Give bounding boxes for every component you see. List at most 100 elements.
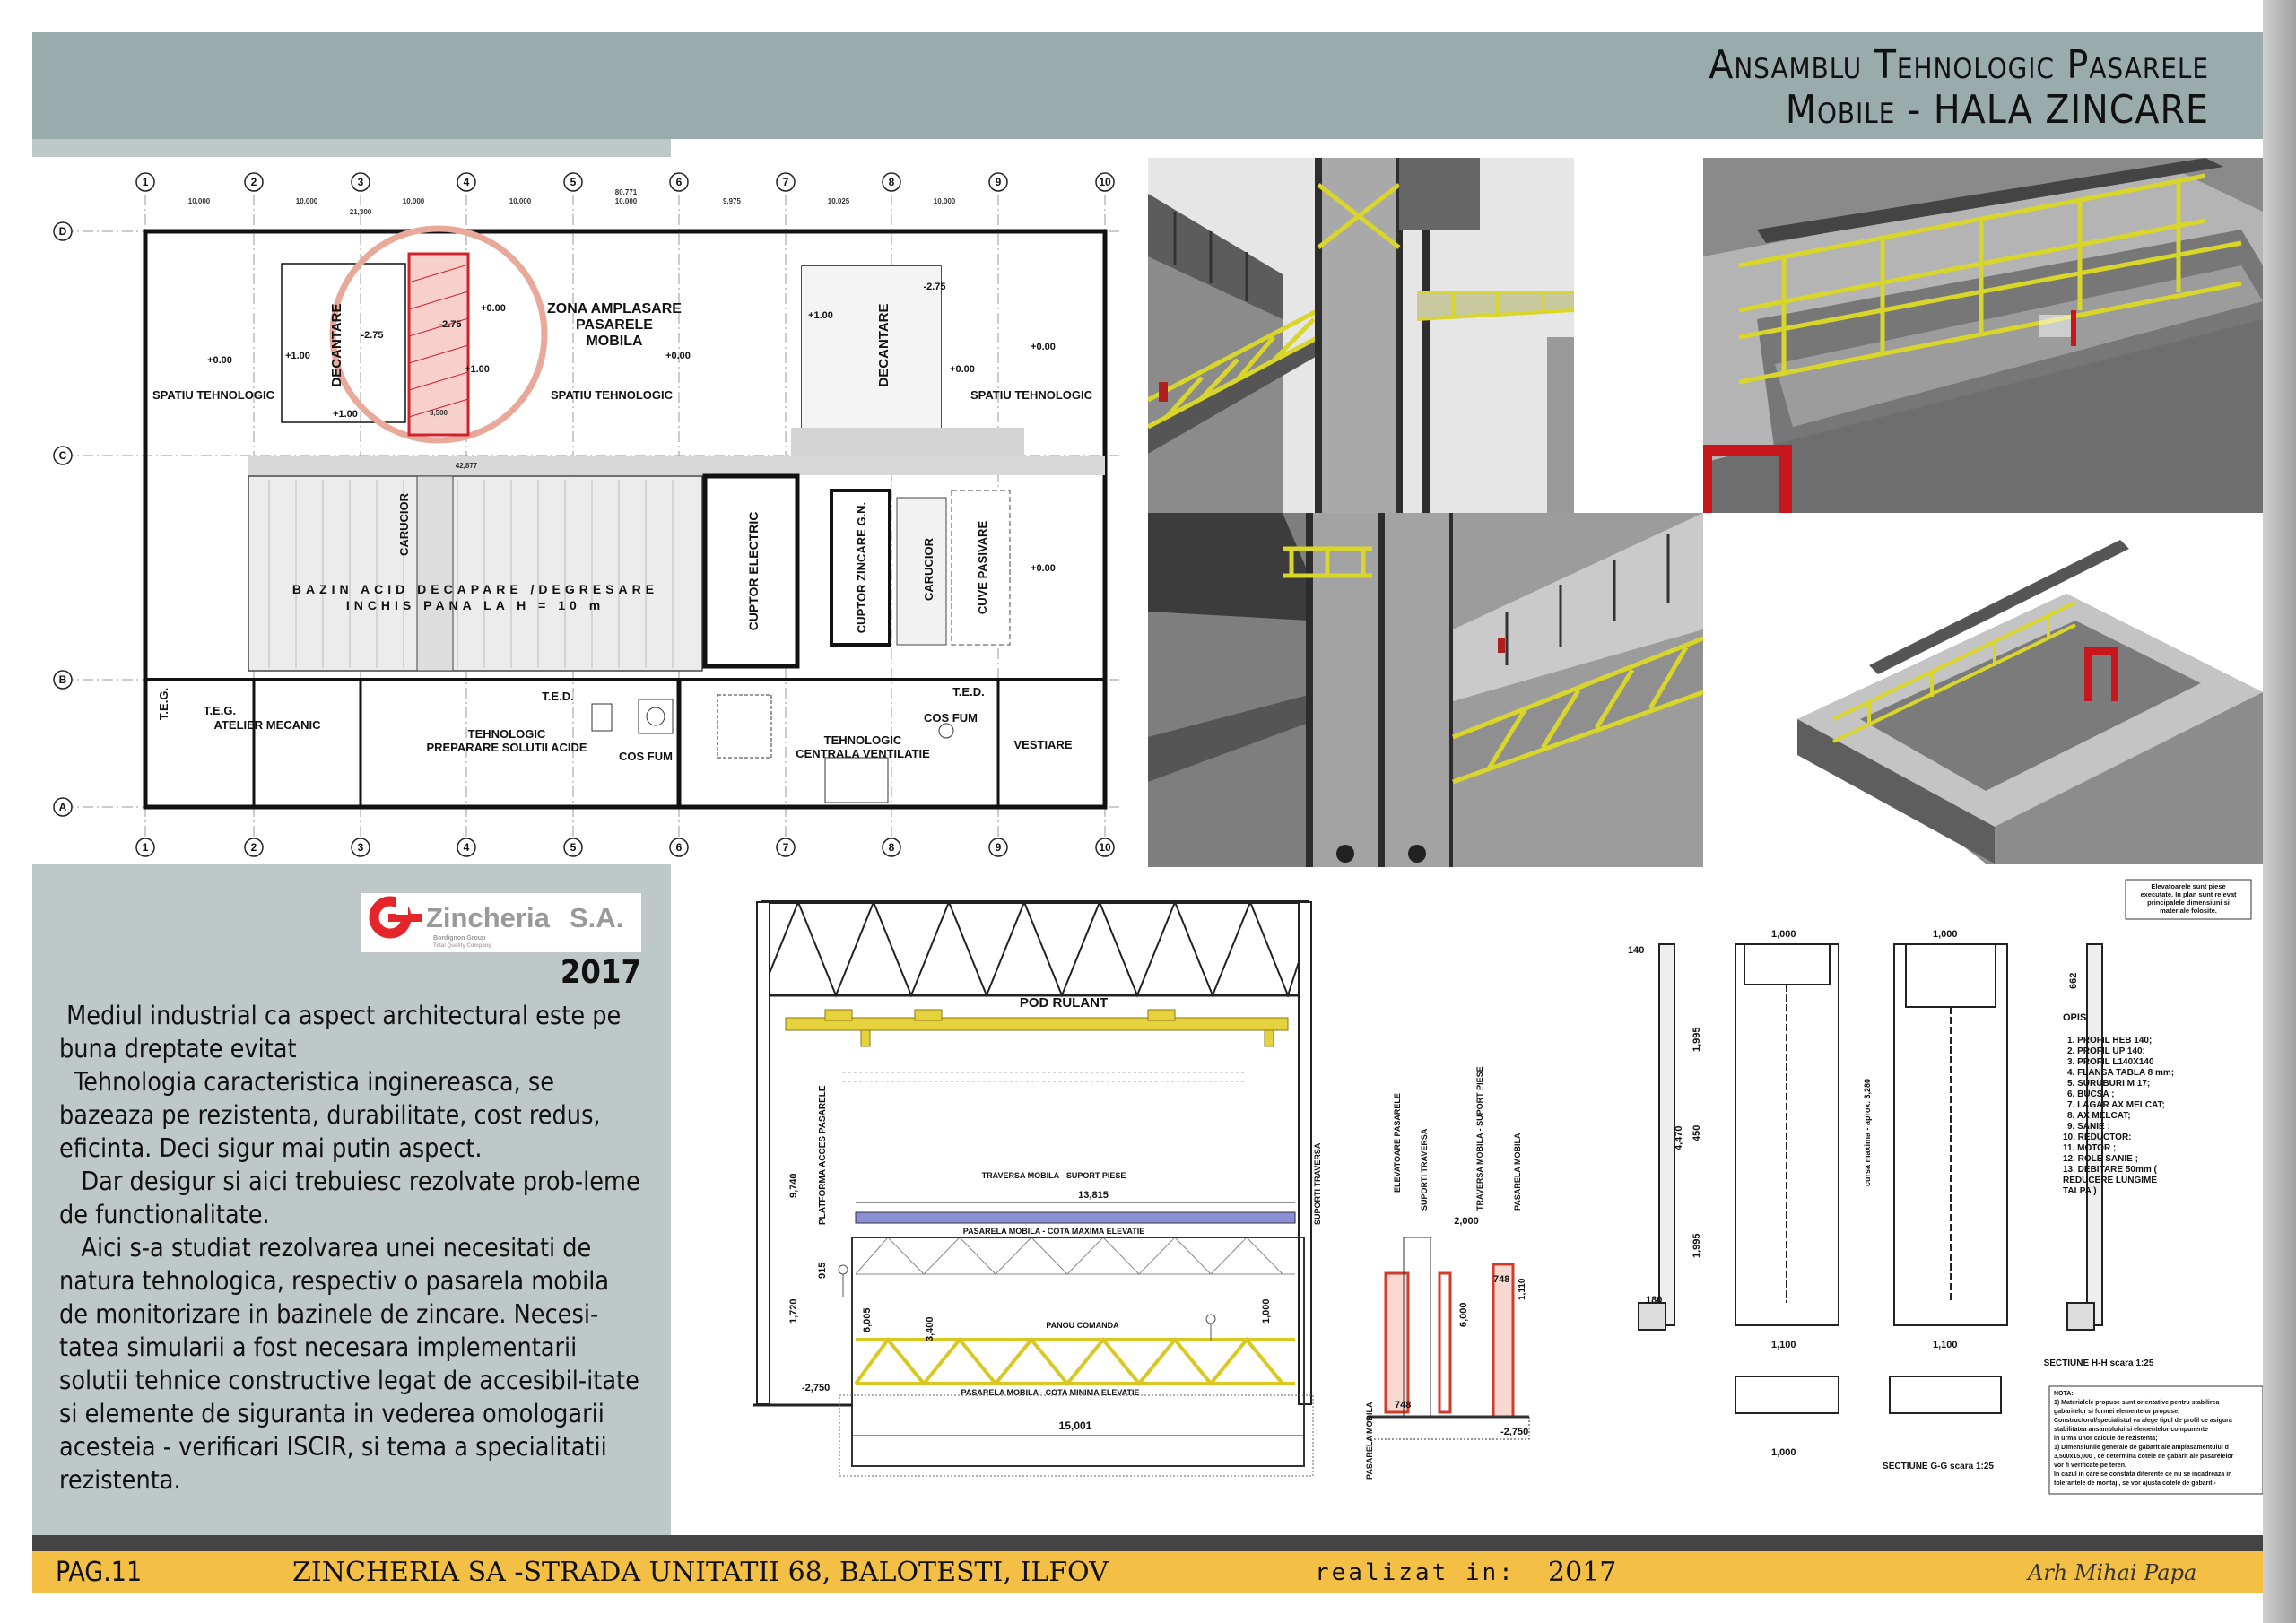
section-gg-label: SECTIUNE G-G scara 1:25 [1883, 1462, 1994, 1471]
render-walkway-interior-2 [1148, 513, 1703, 867]
cuptor-zincare-room [830, 489, 891, 647]
room-label: PREPARARE SOLUTII ACIDE [426, 741, 587, 754]
opis-item: 11. MOTOR ; [2063, 1143, 2116, 1153]
render-walkway-interior-1 [1148, 158, 1574, 513]
render-walkway-isometric [1779, 513, 2263, 864]
pasarela-min-label: PASARELA MOBILA - COTA MINIMA ELEVATIE [961, 1388, 1140, 1397]
dimension: 1,100 [1771, 1340, 1796, 1350]
dimension: cursa maxima - aprox. 3,280 [1863, 1079, 1872, 1186]
room-label: CARUCIOR [922, 537, 935, 601]
project-description: Mediul industrial ca aspect architectura… [59, 999, 642, 1497]
footer-address: ZINCHERIA SA -STRADA UNITATII 68, BALOTE… [292, 1557, 1109, 1588]
room-label: INCHIS PANA LA H = 10 m [346, 598, 604, 612]
traversa-label: TRAVERSA MOBILA - SUPORT PIESE [982, 1171, 1126, 1180]
logo-tagline: Total Quality Company [433, 943, 492, 949]
dimension: 6,005 [862, 1307, 873, 1332]
room-label: CUPTOR ELECTRIC [746, 512, 761, 631]
dimension: 80,771 [615, 188, 638, 196]
carucior-right-room [896, 497, 947, 646]
panou-comanda-label: PANOU COMANDA [1046, 1321, 1119, 1330]
dimension: 6,000 [1458, 1302, 1469, 1327]
note-line: in urma unor calcule de rezistenta; [2054, 1436, 2158, 1442]
dimension: 1,995 [1692, 1027, 1702, 1052]
bazin-acid [248, 475, 703, 672]
room-label: SPATIU TEHNOLOGIC [551, 388, 674, 402]
level-mark: +0.00 [950, 364, 975, 375]
equipment [591, 694, 954, 803]
dimension: 1,720 [788, 1298, 799, 1324]
grid-bubble [135, 172, 155, 857]
room-label: VESTIARE [1013, 738, 1072, 751]
dimension: 1,995 [1692, 1233, 1702, 1258]
section-hh-label: SECTIUNE H-H scara 1:25 [2044, 1358, 2154, 1368]
note-box [2048, 1385, 2264, 1495]
level-mark: +0.00 [1031, 563, 1056, 574]
note-line: vor fi verificate pe teren. [2054, 1462, 2126, 1469]
grid-label: 3 [358, 176, 364, 188]
dimension: 1,110 [1518, 1278, 1527, 1300]
level-mark: +0.00 [481, 303, 506, 314]
room-label: ATELIER MECANIC [214, 718, 322, 732]
room-label: CENTRALA VENTILATIE [796, 747, 930, 760]
dimension: 15,001 [1059, 1419, 1092, 1432]
corridor-c [248, 456, 1105, 475]
cuve-pasivare-room [951, 490, 1011, 646]
level-mark: -2,750 [1500, 1427, 1528, 1437]
page-title: Ansamblu Tehnologic Pasarele Mobile - HA… [1709, 43, 2209, 133]
dimension: 1,000 [1771, 1447, 1796, 1458]
room-label: T.E.D. [952, 685, 984, 699]
grid-label: 5 [570, 841, 577, 854]
level-mark: +0.00 [1031, 342, 1056, 352]
note-line: 3,500x15,000 , ce determina cotele de ga… [2054, 1454, 2234, 1460]
opis-item: 12. ROLE SANIE ; [2063, 1154, 2138, 1164]
footer-bar: PAG.11 ZINCHERIA SA -STRADA UNITATII 68,… [32, 1551, 2263, 1593]
decantare-right-room [802, 266, 941, 428]
opis-item: 2. PROFIL UP 140; [2067, 1046, 2145, 1056]
pasarela-min-truss [854, 1336, 1295, 1387]
description-paragraph: Mediul industrial ca aspect architectura… [59, 1001, 622, 1063]
note-line: 1) Materialele propuse sunt orientative … [2054, 1400, 2219, 1406]
page-number: PAG.11 [56, 1557, 143, 1588]
room-label: T.E.G. [204, 704, 236, 717]
dimension: 748 [1493, 1274, 1509, 1285]
grid-label: 10 [1099, 841, 1111, 854]
elevator-section-drawing: ELEVATOARE PASARELE SUPORTI TRAVERSA TRA… [1350, 1031, 1538, 1488]
note-line: NOTA: [2054, 1391, 2074, 1397]
dimension: 10,000 [296, 197, 318, 205]
dimension: 1,100 [1933, 1340, 1958, 1350]
dimension: 1,000 [1933, 929, 1958, 940]
description-paragraph: Aici s-a studiat rezolvarea unei necesit… [59, 1233, 639, 1495]
grid-label: 9 [996, 176, 1002, 188]
logo-name: Zincheria [426, 902, 551, 933]
grid-label: 6 [676, 176, 683, 188]
room-label: SPATIU TEHNOLOGIC [152, 388, 275, 402]
opis-item: 1. PROFIL HEB 140; [2067, 1036, 2152, 1046]
room-label: T.E.D. [542, 690, 573, 703]
dimension: 10,000 [615, 197, 638, 205]
pasarela-zone-hatch [407, 252, 470, 437]
zona-label: MOBILA [586, 334, 643, 349]
grid-bubbles [53, 172, 1115, 857]
opis-item: 6. BUCSA ; [2067, 1089, 2114, 1099]
level-mark: +1.00 [465, 364, 490, 375]
opis-item: 3. PROFIL L140X140 [2067, 1057, 2154, 1067]
dimension: 42,877 [456, 462, 478, 470]
footer-realizat-label: realizat in: [1315, 1559, 1516, 1586]
room-label: SPATIU TEHNOLOGIC [970, 388, 1093, 402]
note-line: gabaritelor si formei elementelor propus… [2054, 1409, 2179, 1415]
level-mark: -2,750 [802, 1383, 830, 1393]
opis-title: OPIS [2063, 1012, 2086, 1023]
dimension: 662 [2068, 973, 2079, 989]
cuptor-electric-room [702, 473, 800, 669]
elevatoare-label: ELEVATOARE PASARELE [1393, 1093, 1402, 1193]
title-line-2: Mobile - HALA ZINCARE [1785, 87, 2209, 133]
bazin-hatch [268, 480, 674, 668]
opis-item: 9. SANIE ; [2067, 1122, 2110, 1132]
dimension: 2,000 [1454, 1216, 1479, 1227]
room-label: CUVE PASIVARE [976, 521, 989, 615]
grid-label: D [59, 225, 67, 238]
zone-highlight-circle [329, 225, 548, 444]
carucior-left-rail [416, 475, 454, 672]
room-label: T.E.G. [157, 688, 170, 720]
dimension: 1,000 [1261, 1298, 1272, 1324]
